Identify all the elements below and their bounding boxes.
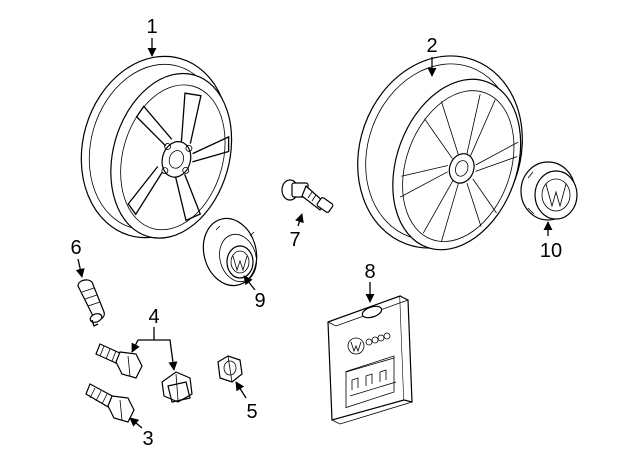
leader-7 [295, 213, 304, 227]
leader-4a [131, 339, 140, 353]
plug-6[interactable] [77, 279, 105, 327]
callout-7: 7 [289, 229, 300, 251]
callout-9: 9 [254, 290, 265, 312]
callout-6: 6 [70, 237, 81, 259]
center-cap-10[interactable] [520, 161, 578, 221]
callout-3: 3 [142, 428, 153, 450]
lug-nut-5[interactable] [217, 355, 243, 383]
wheel-bolt-4a[interactable] [95, 343, 143, 379]
center-cap-9[interactable] [196, 212, 264, 291]
callout-8: 8 [364, 261, 375, 283]
leader-4b [138, 339, 178, 371]
leader-6 [75, 258, 85, 278]
callout-1: 1 [146, 16, 157, 38]
callout-4: 4 [148, 306, 159, 328]
callout-2: 2 [426, 35, 437, 57]
callout-10: 10 [540, 240, 562, 262]
wheel-bolt-4b[interactable] [161, 371, 193, 403]
wheel-2[interactable] [331, 33, 548, 272]
lock-kit-8[interactable] [327, 295, 413, 425]
leader-5 [235, 381, 247, 399]
wheel-1[interactable] [60, 39, 253, 257]
valve-stem-7[interactable] [281, 179, 334, 213]
leader-9 [243, 275, 256, 291]
lock-bolt-3[interactable] [85, 383, 135, 423]
callout-5: 5 [246, 401, 257, 423]
leader-3 [129, 417, 143, 429]
